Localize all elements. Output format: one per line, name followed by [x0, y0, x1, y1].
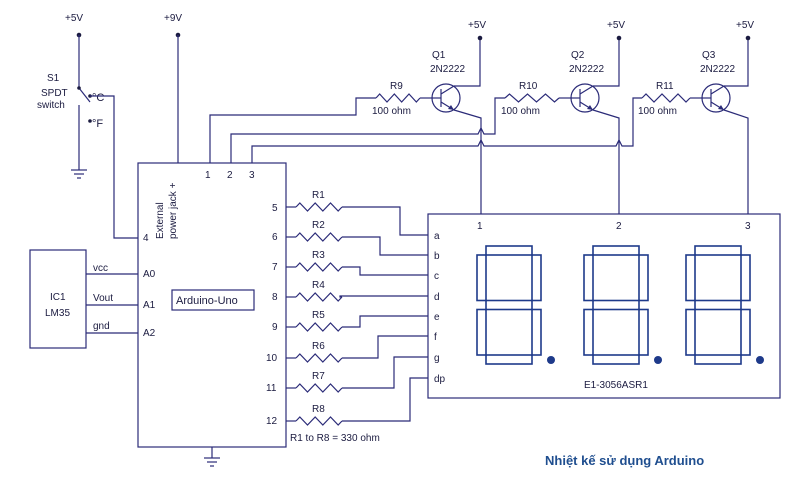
base-resistor-value: 100 ohm [638, 106, 677, 117]
segment-line-dp: R8 dp [286, 374, 446, 426]
arduino-pin-6: 6 [272, 232, 278, 243]
arduino-pin-a0: A0 [143, 269, 156, 280]
arduino-pin-9: 9 [272, 322, 278, 333]
segment-pin-label: g [434, 353, 440, 364]
supply-9v: +9V [164, 13, 182, 163]
segment-line-c: R3 c [286, 250, 439, 282]
switch-word: switch [37, 100, 65, 111]
segment-resistor-name: R1 [312, 190, 325, 201]
digit-select-wires [209, 97, 642, 163]
transistor-part: 2N2222 [569, 64, 604, 75]
arduino-pin-12: 12 [266, 416, 278, 427]
display-pin-2: 2 [616, 221, 622, 232]
arduino-pin-a2: A2 [143, 328, 156, 339]
segment-line-e: R5 e [286, 310, 440, 332]
arduino-pin-4: 4 [143, 233, 149, 244]
segment-pin-label: f [434, 332, 437, 343]
arduino-uno: Arduino-Uno External power jack + 1 2 3 … [137, 162, 287, 467]
resistor-note: R1 to R8 = 330 ohm [290, 433, 380, 444]
ic-pin-vout: Vout [93, 293, 113, 304]
supply-label-q1: +5V [468, 20, 486, 31]
transistor-name: Q1 [432, 50, 446, 61]
arduino-pin-2: 2 [227, 170, 233, 181]
segment-pin-label: b [434, 251, 440, 262]
display-pin-3: 3 [745, 221, 751, 232]
transistor-part: 2N2222 [430, 64, 465, 75]
switch-name: S1 [47, 73, 60, 84]
arduino-pin-7: 7 [272, 262, 278, 273]
segment-line-d: R4 d [286, 280, 440, 303]
segment-resistor-name: R3 [312, 250, 325, 261]
display-name: E1-3056ASR1 [584, 380, 648, 391]
base-resistor-name: R11 [656, 81, 674, 92]
segment-resistor-name: R4 [312, 280, 325, 291]
segment-resistor-name: R7 [312, 371, 325, 382]
segment-pin-label: c [434, 271, 439, 282]
display-digits [476, 245, 764, 365]
jack-label-2: power jack + [168, 182, 179, 239]
segment-resistor-name: R5 [312, 310, 325, 321]
supply-label-q2: +5V [607, 20, 625, 31]
arduino-pin-11: 11 [266, 383, 277, 394]
arduino-pin-10: 10 [266, 353, 278, 364]
base-resistor-name: R10 [519, 81, 538, 92]
segment-pin-label: d [434, 292, 440, 303]
digit-2 [583, 245, 662, 365]
switch-s1: +5V S1 SPDT switch °C °F [37, 13, 138, 239]
supply-label-9v: +9V [164, 13, 182, 24]
arduino-pin-1: 1 [205, 170, 211, 181]
switch-celsius: °C [92, 92, 104, 104]
segment-resistor-name: R8 [312, 404, 325, 415]
segment-line-a: R1 a [286, 190, 440, 242]
base-resistor-name: R9 [390, 81, 403, 92]
ic-name: IC1 [50, 292, 66, 303]
ic-pin-gnd: gnd [93, 321, 110, 332]
switch-type: SPDT [41, 88, 68, 99]
arduino-pin-8: 8 [272, 292, 278, 303]
supply-label-q3: +5V [736, 20, 754, 31]
segment-pin-label: dp [434, 374, 446, 385]
segment-line-b: R2 b [286, 220, 440, 262]
ic-pin-vcc: vcc [93, 263, 108, 274]
digit-3 [685, 245, 764, 365]
ic-lm35: IC1 LM35 vcc Vout gnd [29, 249, 138, 349]
segment-resistor-name: R2 [312, 220, 325, 231]
transistor-part: 2N2222 [700, 64, 735, 75]
ic-part: LM35 [45, 308, 70, 319]
display-pin-1: 1 [477, 221, 483, 232]
arduino-pin-3: 3 [249, 170, 255, 181]
segment-pin-label: e [434, 312, 440, 323]
seven-segment-display: E1-3056ASR1 1 2 3 [427, 213, 781, 399]
segment-resistor-name: R6 [312, 341, 325, 352]
segment-line-g: R7 g [286, 353, 440, 393]
diagram-caption: Nhiệt kế sử dụng Arduino [545, 453, 704, 468]
segment-line-f: R6 f [286, 332, 437, 363]
arduino-pin-5: 5 [272, 203, 278, 214]
transistor-name: Q3 [702, 50, 716, 61]
jack-label-1: External [155, 202, 166, 239]
segment-resistor-network: R1 a R2 b R3 cR4 dR5 eR6 fR7 gR8 dp [286, 190, 446, 426]
arduino-pin-a1: A1 [143, 300, 156, 311]
supply-label-switch: +5V [65, 13, 83, 24]
segment-pin-label: a [434, 231, 440, 242]
arduino-name: Arduino-Uno [176, 295, 238, 307]
base-resistor-value: 100 ohm [372, 106, 411, 117]
digit-1 [476, 245, 555, 365]
base-resistor-value: 100 ohm [501, 106, 540, 117]
transistor-name: Q2 [571, 50, 585, 61]
switch-fahrenheit: °F [92, 118, 103, 130]
